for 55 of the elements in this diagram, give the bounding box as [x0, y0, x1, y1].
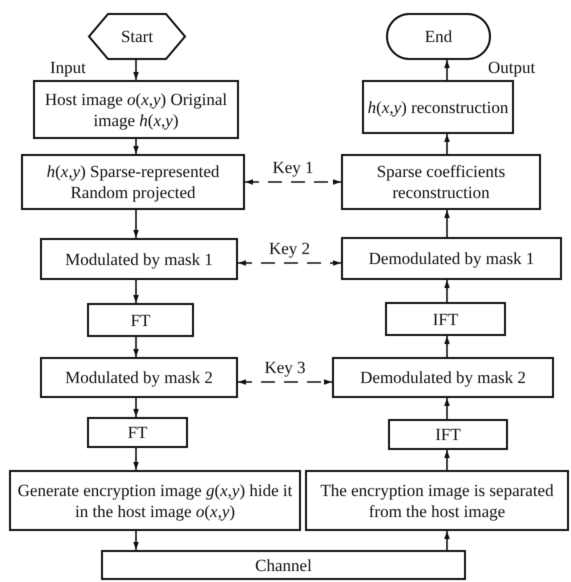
- arrow: [444, 210, 450, 237]
- box-text: Demodulated by mask 2: [360, 367, 526, 388]
- process-box: [40, 238, 238, 280]
- arrow: [444, 280, 450, 302]
- arrow: [133, 280, 139, 303]
- box-text: Sparse coefficients reconstruction: [376, 161, 506, 203]
- dashed-arrow: [238, 260, 341, 266]
- process-box: [332, 357, 554, 398]
- process-box: [87, 417, 188, 448]
- arrow: [133, 448, 139, 470]
- box-text: h(x,y) reconstruction: [368, 96, 508, 118]
- dashed-arrow: [238, 379, 332, 385]
- process-box: [40, 357, 238, 398]
- box-text: Channel: [255, 554, 312, 576]
- arrow: [133, 139, 139, 154]
- box-text: FT: [130, 310, 150, 330]
- process-box: [385, 302, 506, 336]
- process-box: [305, 470, 569, 531]
- box-text: IFT: [435, 424, 461, 445]
- process-box: [9, 470, 301, 531]
- box-text: End: [424, 26, 452, 47]
- process-box: [101, 550, 466, 580]
- process-box: [341, 154, 541, 210]
- box-text: The encryption image is separated from the host image: [319, 480, 555, 522]
- start-hexagon: [88, 13, 186, 60]
- terminal-shape: [386, 13, 491, 60]
- box-text: IFT: [432, 308, 458, 330]
- process-box: [362, 80, 514, 134]
- box-text: Demodulated by mask 1: [368, 248, 534, 269]
- arrow: [133, 60, 139, 80]
- io-label: Output: [488, 58, 536, 78]
- process-box: [21, 154, 245, 210]
- io-label: Input: [50, 58, 86, 78]
- arrow: [133, 531, 139, 550]
- box-text: Modulated by mask 2: [65, 367, 213, 388]
- arrow: [444, 60, 450, 80]
- box-text: Modulated by mask 1: [65, 248, 213, 270]
- arrow: [133, 337, 139, 357]
- box-text: h(x,y) Sparse-represented Random projected: [46, 161, 220, 203]
- arrow: [133, 398, 139, 417]
- process-box: [87, 303, 194, 337]
- arrow: [444, 134, 450, 154]
- dashed-arrow: [245, 179, 341, 185]
- arrow: [444, 450, 450, 470]
- box-text: Generate encryption image g(x,y) hide it in the host image o(x,y): [16, 480, 294, 522]
- process-box: [33, 80, 239, 139]
- box-text: FT: [128, 422, 148, 443]
- arrow: [444, 398, 450, 419]
- process-box: [388, 419, 508, 450]
- process-box: [341, 237, 562, 280]
- arrow: [444, 336, 450, 357]
- box-text: Host image o(x,y) Original image h(x,y): [44, 88, 228, 130]
- arrow: [133, 210, 139, 238]
- arrow: [444, 531, 450, 550]
- box-text: Start: [120, 26, 154, 47]
